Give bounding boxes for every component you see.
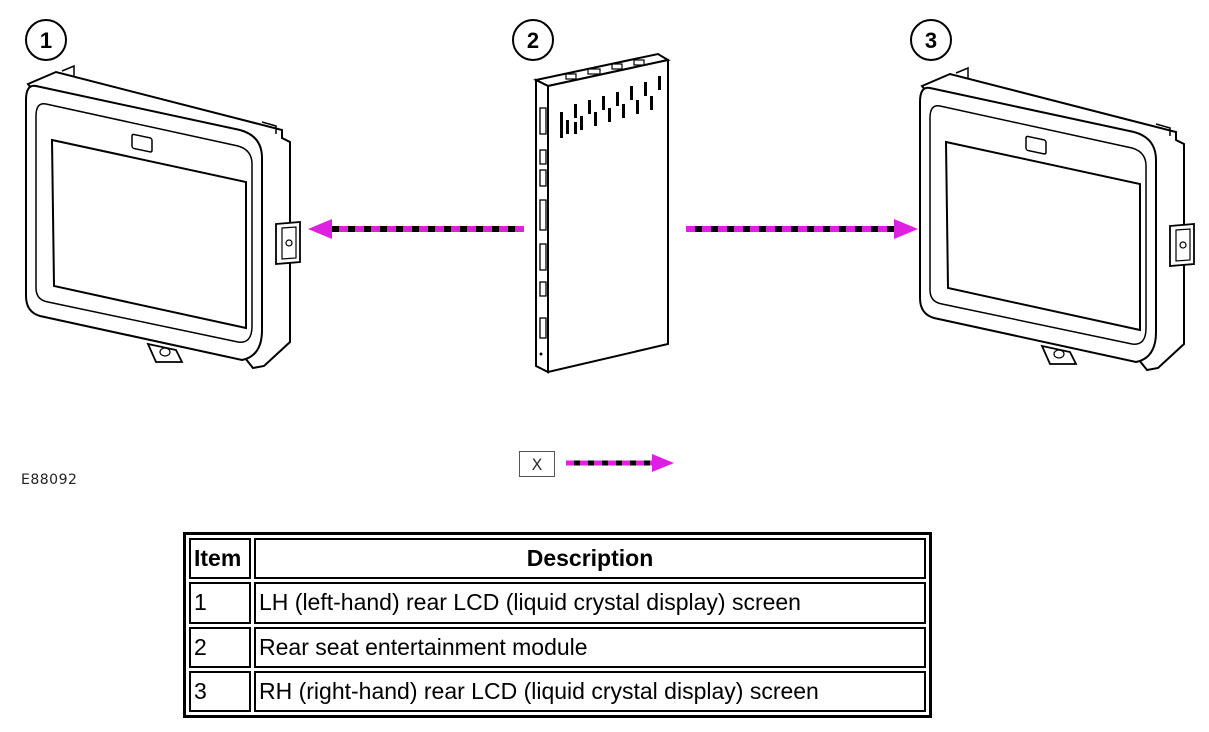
callout-1: 1 [25,19,67,61]
callout-3-label: 3 [925,28,937,53]
callout-1-label: 1 [40,28,52,53]
table-row: 3 RH (right-hand) rear LCD (liquid cryst… [189,670,926,712]
callout-3: 3 [910,19,952,61]
header-description: Description [254,538,926,580]
lh-rear-lcd-screen [25,65,301,369]
system-diagram: 1 2 3 [25,19,1195,472]
header-item: Item [189,538,251,580]
row-description: LH (left-hand) rear LCD (liquid crystal … [254,582,926,624]
key-arrow [566,454,674,472]
row-item: 1 [189,582,251,624]
connection-arrow-left [308,219,524,239]
callout-2: 2 [512,19,554,61]
table-row: 2 Rear seat entertainment module [189,626,926,668]
legend-table: Item Description 1 LH (left-hand) rear L… [183,532,932,718]
callout-2-label: 2 [527,28,539,53]
row-description: Rear seat entertainment module [254,626,926,668]
connection-arrow-right [686,219,918,239]
rear-seat-entertainment-module [532,52,671,374]
row-item: 3 [189,670,251,712]
row-description: RH (right-hand) rear LCD (liquid crystal… [254,670,926,712]
row-item: 2 [189,626,251,668]
rh-rear-lcd-screen [919,67,1195,371]
figure-id: E88092 [21,472,78,488]
table-row: 1 LH (left-hand) rear LCD (liquid crysta… [189,582,926,624]
key-symbol: X [519,451,555,477]
table-header-row: Item Description [189,538,926,580]
